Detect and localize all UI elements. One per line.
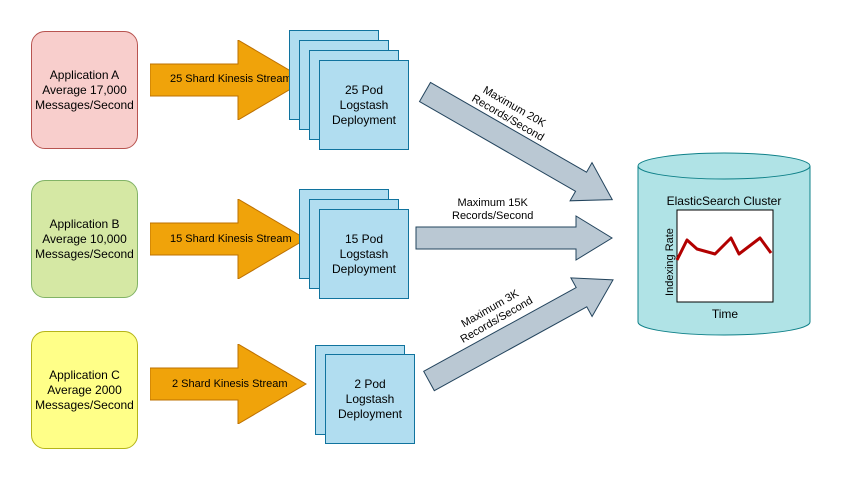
indexing-graph xyxy=(676,209,774,303)
logstash-pod-b: 15 Pod Logstash Deployment xyxy=(319,209,409,299)
app-name: Application A xyxy=(49,67,120,82)
stream-label-b: 15 Shard Kinesis Stream xyxy=(170,233,292,245)
app-rate: Average 10,000 xyxy=(42,231,127,246)
logstash-pod-c: 2 Pod Logstash Deployment xyxy=(325,354,415,444)
stream-arrow-a xyxy=(150,40,307,120)
stream-arrow-c xyxy=(150,344,307,424)
app-unit: Messages/Second xyxy=(35,397,134,412)
app-name: Application C xyxy=(49,367,120,382)
indexing-rate-line xyxy=(675,236,773,261)
app-rate: Average 2000 xyxy=(47,382,122,397)
graph-x-label: Time xyxy=(711,307,739,321)
application-c-box: Application C Average 2000 Messages/Seco… xyxy=(31,331,138,449)
app-unit: Messages/Second xyxy=(35,246,134,261)
pod-count: 15 Pod xyxy=(344,231,384,246)
flow-arrow-b xyxy=(415,215,613,261)
pod-kind: Deployment xyxy=(331,261,397,276)
pod-type: Logstash xyxy=(345,391,395,406)
app-name: Application B xyxy=(49,216,120,231)
pod-type: Logstash xyxy=(339,97,389,112)
application-b-box: Application B Average 10,000 Messages/Se… xyxy=(31,180,138,298)
stream-label-c: 2 Shard Kinesis Stream xyxy=(172,378,288,390)
pod-type: Logstash xyxy=(339,246,389,261)
rate-max: Maximum 15K xyxy=(457,197,528,209)
elasticsearch-cluster xyxy=(637,152,811,336)
stream-arrow-b xyxy=(150,199,307,279)
app-rate: Average 17,000 xyxy=(42,82,127,97)
cluster-title: ElasticSearch Cluster xyxy=(666,194,782,208)
pod-count: 25 Pod xyxy=(344,82,384,97)
flow-arrow-c xyxy=(423,277,614,392)
flow-arrow-a xyxy=(418,81,614,202)
stream-label-a: 25 Shard Kinesis Stream xyxy=(170,73,292,85)
graph-y-label: Indexing Rate xyxy=(664,228,676,296)
pod-count: 2 Pod xyxy=(354,376,386,391)
rate-unit: Records/Second xyxy=(452,210,534,222)
pod-kind: Deployment xyxy=(331,112,397,127)
pod-kind: Deployment xyxy=(337,406,403,421)
app-unit: Messages/Second xyxy=(35,97,134,112)
logstash-pod-a: 25 Pod Logstash Deployment xyxy=(319,60,409,150)
application-a-box: Application A Average 17,000 Messages/Se… xyxy=(31,31,138,149)
rate-label-b: Maximum 15K Records/Second xyxy=(452,197,533,223)
